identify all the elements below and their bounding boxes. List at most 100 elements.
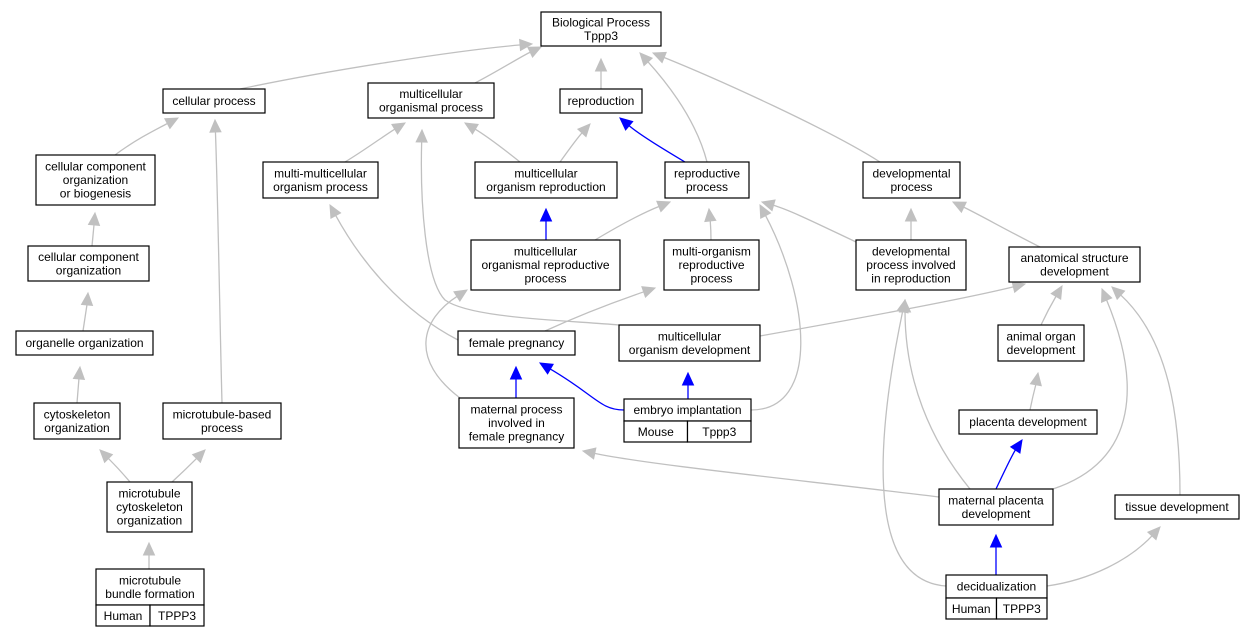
edge-tissue-development-to-anatomical-structure-development-arrowhead <box>1111 286 1126 301</box>
node-label-line: female pregnancy <box>469 336 564 350</box>
edge-reproductive-process-to-biological-process-arrowhead <box>639 52 654 67</box>
edge-maternal-placenta-development-to-developmental-process-involved-in-reproduction-line <box>904 310 971 490</box>
edge-cellular-component-organization-to-cellular-component-organization-or-biogenesis-arrowhead <box>87 211 101 226</box>
edge-maternal-placenta-development-to-maternal-process-involved-in-female-pregnancy <box>581 447 940 498</box>
edge-decidualization-to-maternal-placenta-development-arrowhead <box>989 533 1003 548</box>
node-tissue-development[interactable]: tissue development <box>1114 494 1240 520</box>
edge-anatomical-structure-development-to-developmental-process-arrowhead <box>951 201 967 214</box>
node-label-line: microtubule <box>118 487 180 501</box>
edge-multicellular-organism-reproduction-to-multicellular-organismal-process-line <box>474 128 521 163</box>
edge-animal-organ-development-to-anatomical-structure-development <box>1040 284 1063 326</box>
node-label-line: process <box>890 180 932 194</box>
node-label-line: organelle organization <box>25 336 143 350</box>
node-label-line: multicellular <box>514 166 577 180</box>
edge-female-pregnancy-to-multi-organism-reproductive-process <box>544 286 657 332</box>
node-label-line: anatomical structure <box>1020 251 1128 265</box>
edge-multicellular-organism-reproduction-to-reproduction-line <box>559 131 584 163</box>
edge-multicellular-organism-development-to-anatomical-structure-development-arrowhead <box>1011 280 1027 294</box>
edge-female-pregnancy-to-multi-multicellular-organism-process <box>329 203 459 341</box>
node-box <box>938 488 1054 526</box>
edge-multicellular-organismal-reproductive-process-to-multicellular-organism-reproduction-arrowhead <box>539 207 553 222</box>
node-box <box>470 239 621 291</box>
node-organelle-organization[interactable]: organelle organization <box>15 330 154 356</box>
node-box <box>559 88 643 114</box>
edge-multicellular-organism-reproduction-to-reproduction <box>559 123 591 163</box>
edge-cytoskeleton-organization-to-organelle-organization-arrowhead <box>72 365 86 381</box>
node-box <box>27 245 150 282</box>
edge-maternal-placenta-development-to-maternal-process-involved-in-female-pregnancy-arrowhead <box>581 447 597 460</box>
edge-multicellular-organismal-process-to-biological-process-arrowhead <box>527 46 543 59</box>
node-box <box>540 11 662 47</box>
edge-embryo-implantation-to-female-pregnancy-arrowhead <box>538 362 554 375</box>
node-box <box>106 481 193 533</box>
node-box <box>458 397 575 449</box>
edge-developmental-process-involved-in-reproduction-to-reproductive-process-arrowhead <box>760 199 776 212</box>
edge-maternal-process-involved-in-female-pregnancy-to-multicellular-organismal-reproductive-process <box>425 289 469 399</box>
node-label-line: decidualization <box>957 580 1036 594</box>
node-box <box>663 239 760 291</box>
edge-reproductive-process-to-biological-process-line <box>646 60 708 163</box>
node-box <box>855 239 967 291</box>
node-box <box>367 82 495 119</box>
edge-maternal-placenta-development-to-maternal-process-involved-in-female-pregnancy-line <box>593 452 940 498</box>
edge-developmental-process-involved-in-reproduction-to-reproductive-process <box>760 199 857 243</box>
node-label-line: organization <box>56 263 121 277</box>
edge-embryo-implantation-to-reproductive-process-arrowhead <box>759 203 772 219</box>
edge-maternal-placenta-development-to-anatomical-structure-development-line <box>1052 298 1128 490</box>
node-label-line: embryo implantation <box>633 403 741 417</box>
edge-cellular-component-organization-or-biogenesis-to-cellular-process <box>114 117 180 156</box>
edge-microtubule-bundle-formation-to-microtubule-cytoskeleton-organization <box>142 541 156 570</box>
node-label-line: multi-multicellular <box>274 166 367 180</box>
edge-cellular-process-to-biological-process-line <box>239 44 522 90</box>
node-label-line: development <box>1007 343 1076 357</box>
edges-layer <box>72 38 1181 587</box>
edge-reproduction-to-biological-process-arrowhead <box>594 57 608 72</box>
node-box <box>474 161 618 199</box>
node-placenta-development[interactable]: placenta development <box>958 409 1098 435</box>
badge-gene-label: TPPP3 <box>1003 602 1041 616</box>
edge-maternal-process-involved-in-female-pregnancy-to-female-pregnancy-arrowhead <box>509 365 523 380</box>
node-label-line: tissue development <box>1125 500 1229 514</box>
node-cellular-process[interactable]: cellular process <box>162 88 266 114</box>
edge-placenta-development-to-animal-organ-development <box>1029 371 1042 411</box>
node-box <box>35 154 156 206</box>
edge-multi-organism-reproductive-process-to-reproductive-process <box>704 207 717 241</box>
node-female-pregnancy[interactable]: female pregnancy <box>457 330 576 356</box>
node-box <box>664 161 750 199</box>
edge-female-pregnancy-to-multi-organism-reproductive-process-line <box>544 290 645 332</box>
node-label-line: organismal process <box>379 100 483 114</box>
node-box <box>1008 246 1141 283</box>
node-label-line: organization <box>63 173 128 187</box>
edge-embryo-implantation-to-multicellular-organism-development <box>681 371 695 400</box>
badge-gene-label: TPPP3 <box>158 609 196 623</box>
edge-microtubule-cytoskeleton-organization-to-cytoskeleton-organization-line <box>107 457 131 483</box>
edge-female-pregnancy-to-multi-multicellular-organism-process-arrowhead <box>329 203 342 219</box>
node-reproduction[interactable]: reproduction <box>559 88 643 114</box>
edge-reproductive-process-to-reproduction-line <box>627 124 686 163</box>
edge-decidualization-to-tissue-development <box>1046 526 1161 587</box>
edge-embryo-implantation-to-reproductive-process-line <box>750 214 802 411</box>
